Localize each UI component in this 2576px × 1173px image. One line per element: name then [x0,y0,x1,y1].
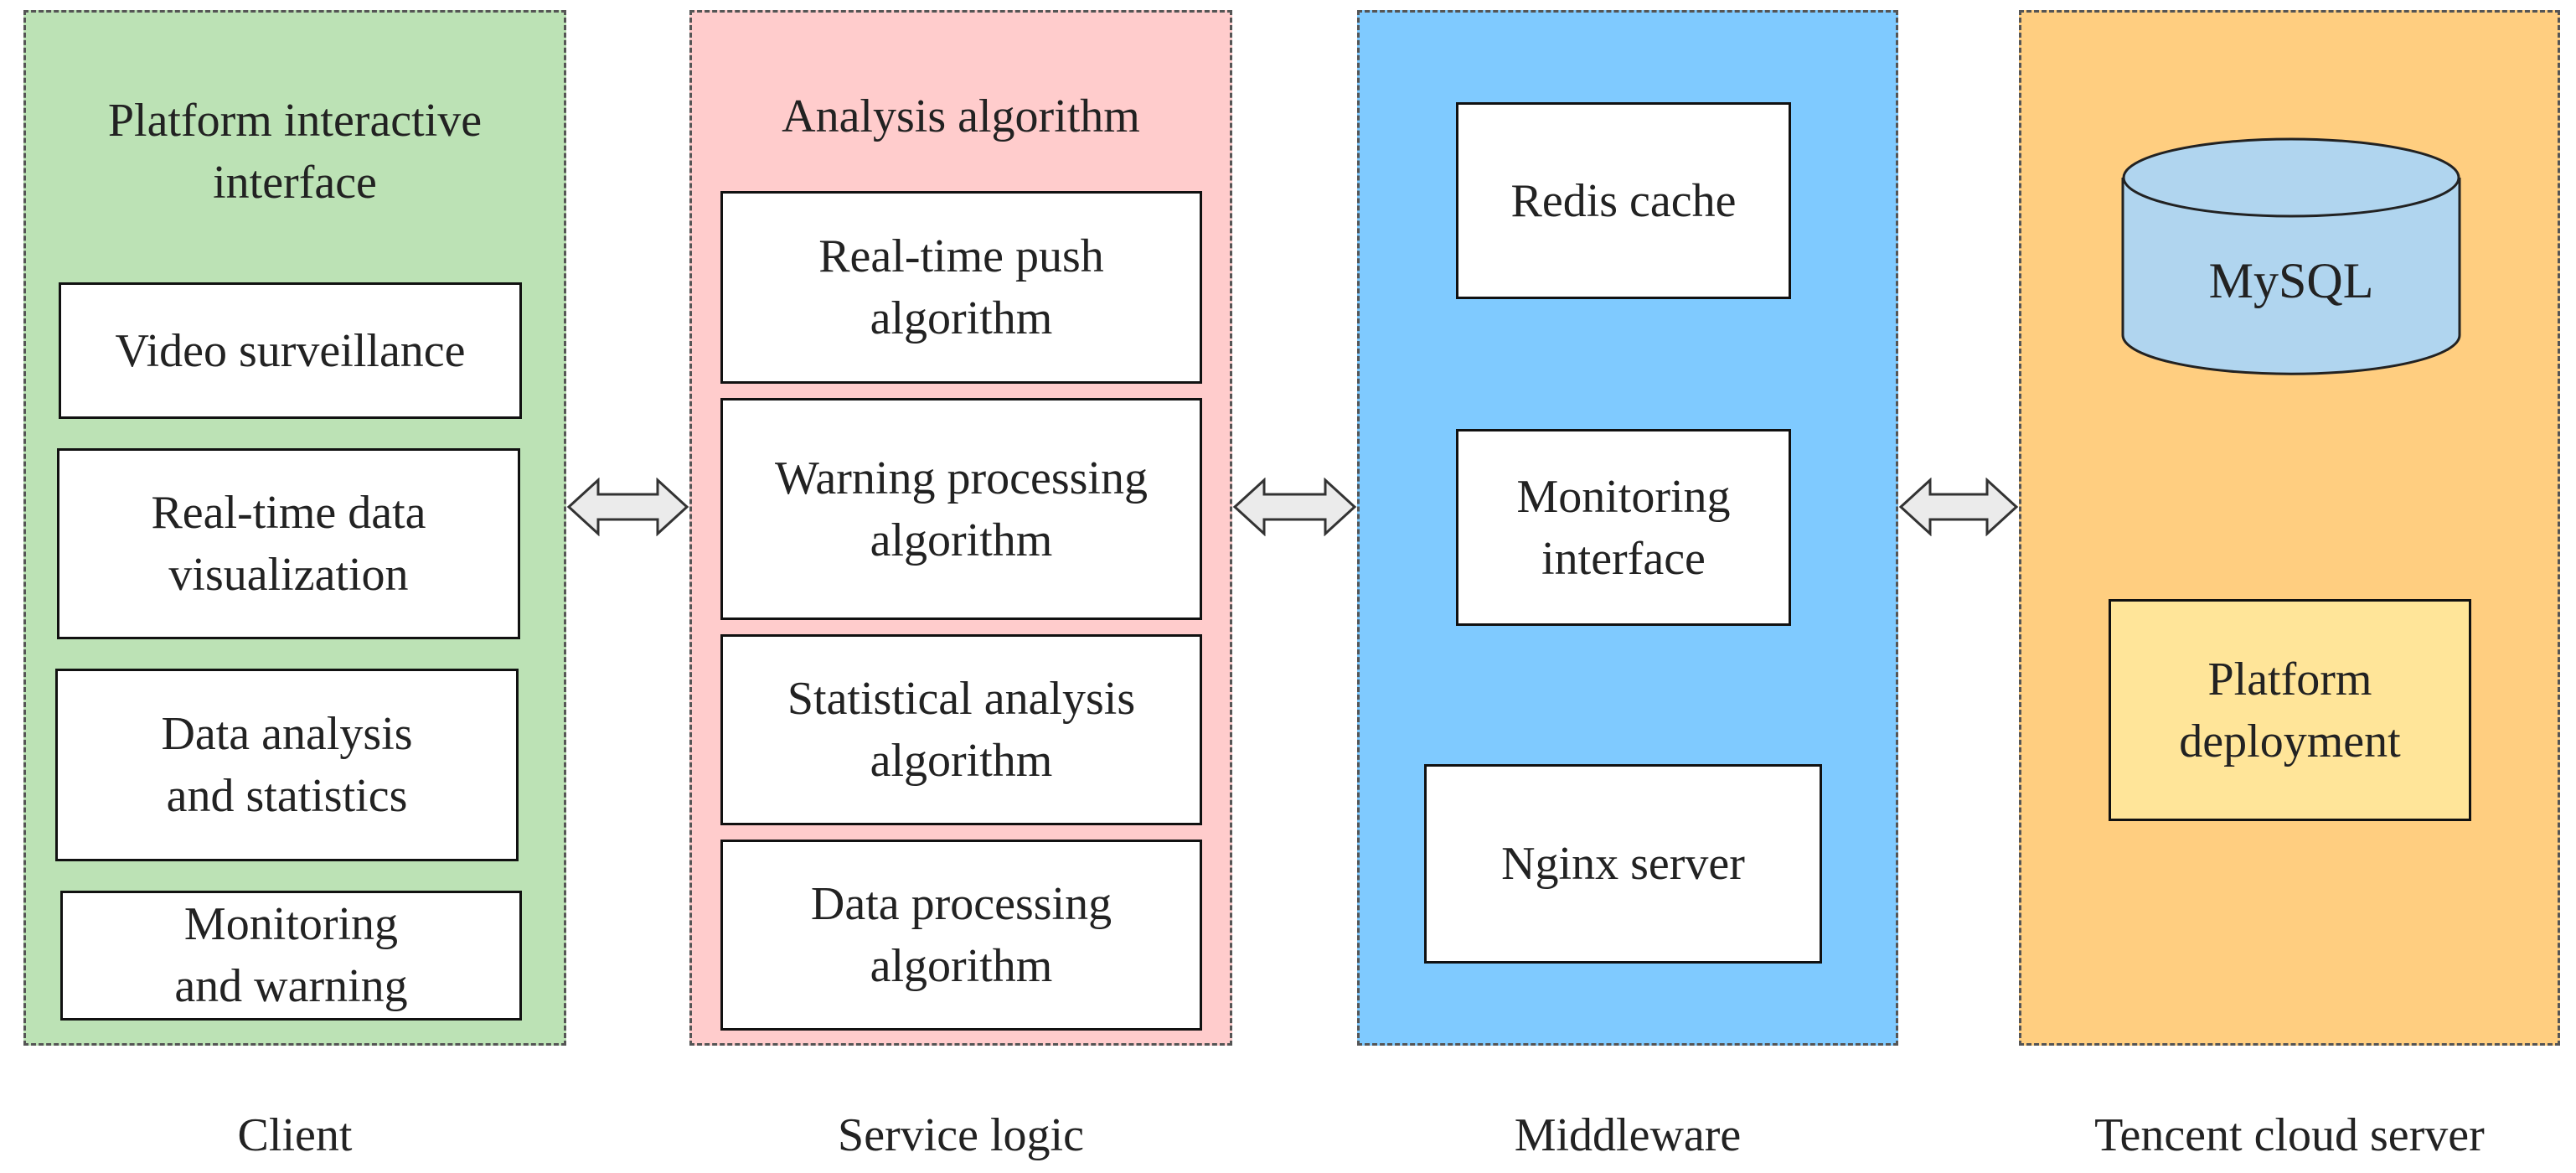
client-item-data-analysis: Data analysis and statistics [55,669,519,861]
service-item-realtime-push: Real-time push algorithm [720,191,1202,384]
database-label: MySQL [2208,253,2374,308]
caption-service-logic: Service logic [838,1109,1084,1161]
client-item-video-surveillance: Video surveillance [59,282,522,419]
client-item-monitoring-warning: Monitoring and warning [60,891,522,1021]
platform-deployment-box: Platform deployment [2109,599,2471,821]
double-arrow-icon-client-service [566,477,689,537]
middleware-item-redis-cache: Redis cache [1456,102,1791,299]
caption-middleware: Middleware [1514,1109,1742,1161]
middleware-item-nginx-server: Nginx server [1424,764,1822,964]
caption-tencent-cloud-server: Tencent cloud server [2094,1109,2485,1161]
middleware-item-monitoring-interface: Monitoring interface [1456,429,1791,626]
client-panel-title: Platform interactive interface [107,95,483,209]
caption-client: Client [237,1109,353,1161]
service-item-data-processing: Data processing algorithm [720,840,1202,1031]
service-panel-title: Analysis algorithm [782,90,1140,142]
double-arrow-icon-middleware-server [1898,477,2019,537]
service-item-statistical-analysis: Statistical analysis algorithm [720,634,1202,825]
service-item-warning-processing: Warning processing algorithm [720,398,1202,620]
database-cylinder-icon: MySQL [2119,134,2463,379]
client-item-realtime-visualization: Real-time data visualization [57,448,520,639]
double-arrow-icon-service-middleware [1232,477,1357,537]
